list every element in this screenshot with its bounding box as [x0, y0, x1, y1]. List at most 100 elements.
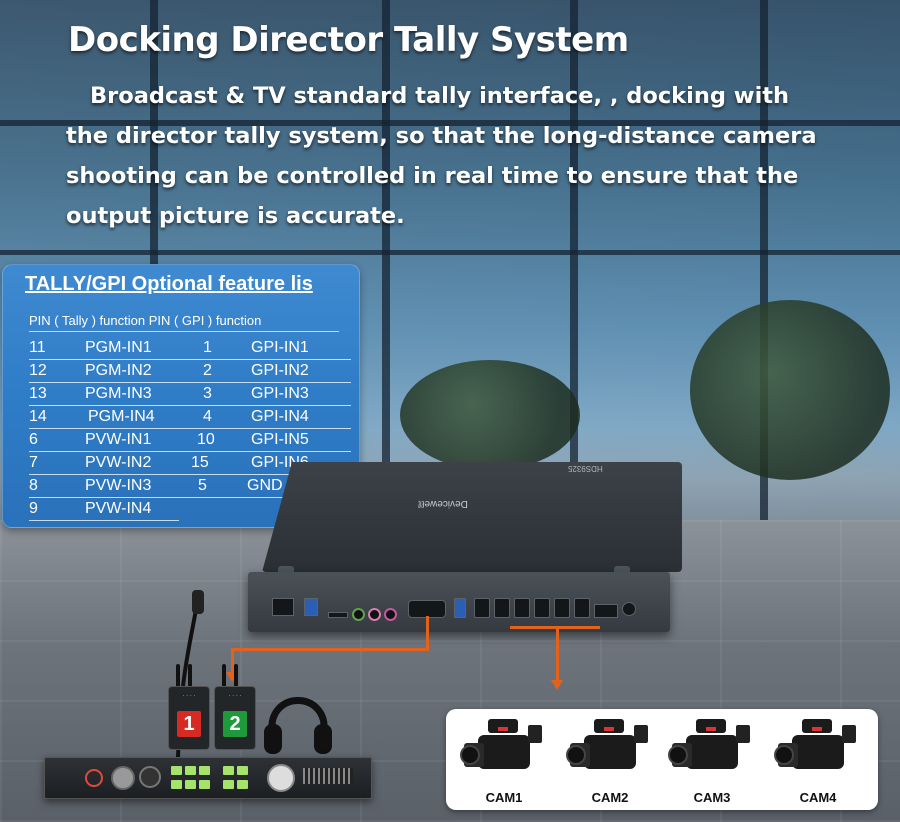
- table-row: 14 PGM-IN4 4 GPI-IN4: [29, 406, 351, 429]
- tally-cable: [426, 616, 429, 650]
- rack-button: [171, 766, 182, 775]
- tally-function: PVW-IN2: [85, 454, 152, 471]
- antenna-icon: [176, 664, 180, 688]
- tally-number: 2: [223, 711, 247, 737]
- camcorder-icon: [460, 719, 542, 769]
- row-divider: [29, 382, 351, 383]
- knob-icon: [139, 766, 161, 788]
- tally-pin: 14: [29, 408, 47, 425]
- hdmi-port: [514, 598, 530, 618]
- rack-button: [237, 766, 248, 775]
- table-row: 11 PGM-IN1 1 GPI-IN1: [29, 337, 351, 360]
- gpi-function: GPI-IN2: [251, 362, 309, 379]
- speaker-grille-icon: [303, 768, 353, 784]
- table-row: 12 PGM-IN2 2 GPI-IN2: [29, 360, 351, 383]
- rack-button: [185, 780, 196, 789]
- table-row: 13 PGM-IN3 3 GPI-IN3: [29, 383, 351, 406]
- antenna-icon: [222, 664, 226, 688]
- rack-button: [223, 766, 234, 775]
- tally-cable: [231, 648, 429, 651]
- rack-button: [185, 766, 196, 775]
- camcorder-1: CAM1: [458, 713, 550, 807]
- tally-function: PVW-IN4: [85, 500, 152, 517]
- camcorder-2: CAM2: [564, 713, 656, 807]
- tally-gpi-panel: TALLY/GPI Optional feature lis PIN ( Tal…: [2, 264, 360, 528]
- rack-button: [199, 780, 210, 789]
- tally-pin: 9: [29, 500, 38, 517]
- table-row: 9 PVW-IN4: [29, 498, 351, 521]
- glass-mullion: [0, 250, 900, 255]
- gpi-pin: 2: [203, 362, 212, 379]
- page-title: Docking Director Tally System: [68, 20, 629, 60]
- table-row: 6 PVW-IN1 10 GPI-IN5: [29, 429, 351, 452]
- tally-function: PGM-IN3: [85, 385, 152, 402]
- table-row: 8 PVW-IN3 5 GND: [29, 475, 351, 498]
- tally-unit-label: · · · ·: [228, 693, 242, 699]
- panel-title: TALLY/GPI Optional feature lis: [25, 273, 313, 295]
- xlr-connector-icon: [111, 766, 135, 790]
- tally-pin: 8: [29, 477, 38, 494]
- row-divider: [29, 359, 351, 360]
- glass-mullion: [570, 0, 578, 520]
- camcorder-4: CAM4: [772, 713, 864, 807]
- row-divider: [29, 428, 351, 429]
- brand-logo: Deviceweℓℓ: [418, 498, 468, 509]
- tally-light-1: · · · · 1: [168, 686, 210, 750]
- tally-unit-label: · · · ·: [182, 693, 196, 699]
- gpi-function: GPI-IN4: [251, 408, 309, 425]
- camera-cable: [556, 626, 559, 682]
- power-jack: [622, 602, 636, 616]
- panel-column-header: PIN ( Tally ) function PIN ( GPI ) funct…: [29, 313, 262, 328]
- gpi-pin: 1: [203, 339, 212, 356]
- hdmi-port: [494, 598, 510, 618]
- arrow-down-icon: [551, 680, 563, 690]
- rack-button: [171, 780, 182, 789]
- rack-button: [237, 780, 248, 789]
- tally-function: PVW-IN3: [85, 477, 152, 494]
- gpi-pin: 4: [203, 408, 212, 425]
- usb-port: [304, 598, 318, 616]
- hdmi-port: [474, 598, 490, 618]
- gpi-pin: 3: [203, 385, 212, 402]
- tally-pin: 12: [29, 362, 47, 379]
- rack-button: [199, 766, 210, 775]
- tally-light-2: · · · · 2: [214, 686, 256, 750]
- glass-mullion: [150, 0, 158, 520]
- hdmi-port: [534, 598, 550, 618]
- glass-mullion: [382, 0, 390, 520]
- audio-jack: [368, 608, 381, 621]
- camera-cable: [510, 626, 600, 629]
- camera-label: CAM2: [591, 790, 629, 805]
- tally-pin: 6: [29, 431, 38, 448]
- intercom-rack-unit: [44, 757, 372, 799]
- tally-pin: 11: [29, 339, 46, 356]
- hdmi-port: [574, 598, 590, 618]
- header-divider: [29, 331, 339, 332]
- gpi-pin: 15: [191, 454, 209, 471]
- tally-function: PGM-IN1: [85, 339, 152, 356]
- arrow-down-icon: [226, 672, 238, 682]
- row-divider: [29, 405, 351, 406]
- tree-reflection: [690, 300, 890, 480]
- power-icon: [85, 769, 103, 787]
- tally-function: PGM-IN4: [88, 408, 155, 425]
- gpi-pin: 5: [198, 477, 207, 494]
- camera-group: CAM1 CAM2 CAM3: [446, 709, 878, 810]
- volume-knob-icon: [267, 764, 295, 792]
- switcher-top-cover: [262, 462, 682, 572]
- glass-mullion: [760, 0, 768, 520]
- camcorder-icon: [566, 719, 648, 769]
- tally-cable: [231, 648, 234, 674]
- hdmi-port: [554, 598, 570, 618]
- tally-function: PGM-IN2: [85, 362, 152, 379]
- camera-label: CAM3: [693, 790, 731, 805]
- audio-jack: [384, 608, 397, 621]
- antenna-icon: [234, 664, 238, 688]
- tally-pin: 13: [29, 385, 47, 402]
- antenna-icon: [188, 664, 192, 688]
- sd-slot: [328, 612, 348, 618]
- tree-reflection: [400, 360, 580, 470]
- gpi-function: GPI-IN5: [251, 431, 309, 448]
- headphones-icon: [262, 680, 334, 756]
